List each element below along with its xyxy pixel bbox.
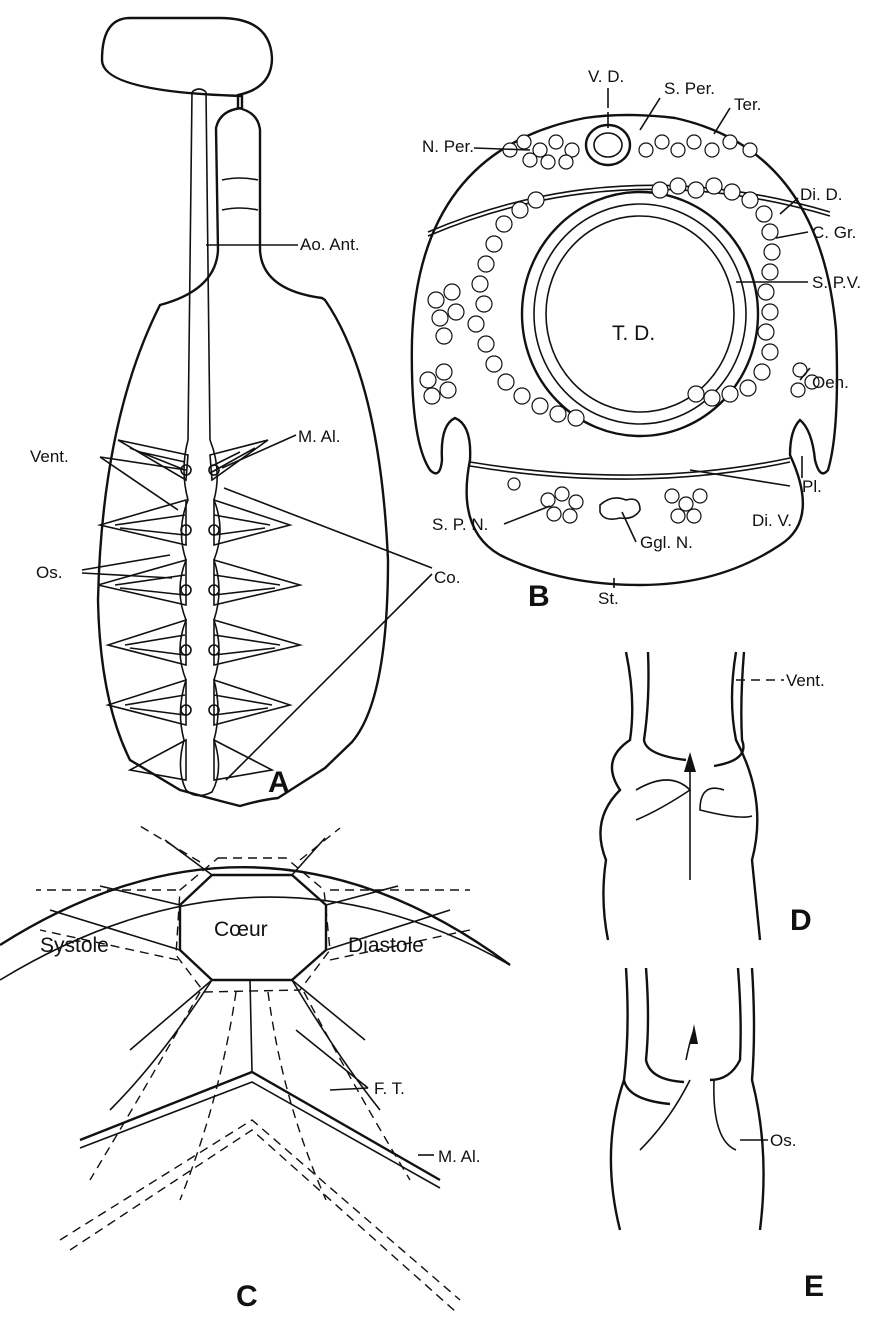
panel-d: Vent. D <box>600 652 824 940</box>
panel-e: Os. E <box>611 968 824 1303</box>
label-ft: F. T. <box>374 1079 405 1098</box>
label-ggl: Ggl. N. <box>640 533 693 552</box>
label-n-per: N. Per. <box>422 137 474 156</box>
label-s-per: S. Per. <box>664 79 715 98</box>
label-os-e: Os. <box>770 1131 796 1150</box>
label-vd: V. D. <box>588 67 624 86</box>
label-vent-d: Vent. <box>786 671 825 690</box>
label-pl: Pl. <box>802 477 822 496</box>
panel-a-body-outline <box>98 18 388 806</box>
label-ao-ant: Ao. Ant. <box>300 235 360 254</box>
panel-letter-e: E <box>804 1270 824 1303</box>
label-ter: Ter. <box>734 95 761 114</box>
panel-c: Cœur Systole Diastole F. T. M. Al. C <box>0 826 510 1313</box>
label-di-d: Di. D. <box>800 185 843 204</box>
panel-letter-b: B <box>528 580 550 613</box>
label-m-al-c: M. Al. <box>438 1147 481 1166</box>
panel-letter-d: D <box>790 904 812 937</box>
panel-letter-c: C <box>236 1280 258 1313</box>
label-vent: Vent. <box>30 447 69 466</box>
digestive-tube <box>522 192 758 436</box>
panel-b: V. D. S. Per. Ter. N. Per. Di. D. C. Gr.… <box>412 67 861 613</box>
label-m-al: M. Al. <box>298 427 341 446</box>
label-oen: Oen. <box>812 373 849 392</box>
label-diastole: Diastole <box>348 934 424 957</box>
label-co: Co. <box>434 568 460 587</box>
label-st: St. <box>598 589 619 608</box>
label-td: T. D. <box>612 322 655 345</box>
label-spn: S. P. N. <box>432 515 488 534</box>
panel-letter-a: A <box>268 766 290 799</box>
panel-a-leaders <box>82 245 432 780</box>
label-spv: S. P.V. <box>812 273 861 292</box>
label-c-gr: C. Gr. <box>812 223 856 242</box>
label-coeur: Cœur <box>214 918 268 941</box>
panel-a: Ao. Ant. M. Al. Vent. Os. Co. A <box>30 18 460 806</box>
panel-a-alary-muscles <box>98 440 300 780</box>
label-systole: Systole <box>40 934 109 957</box>
label-di-v: Di. V. <box>752 511 792 530</box>
label-os: Os. <box>36 563 62 582</box>
